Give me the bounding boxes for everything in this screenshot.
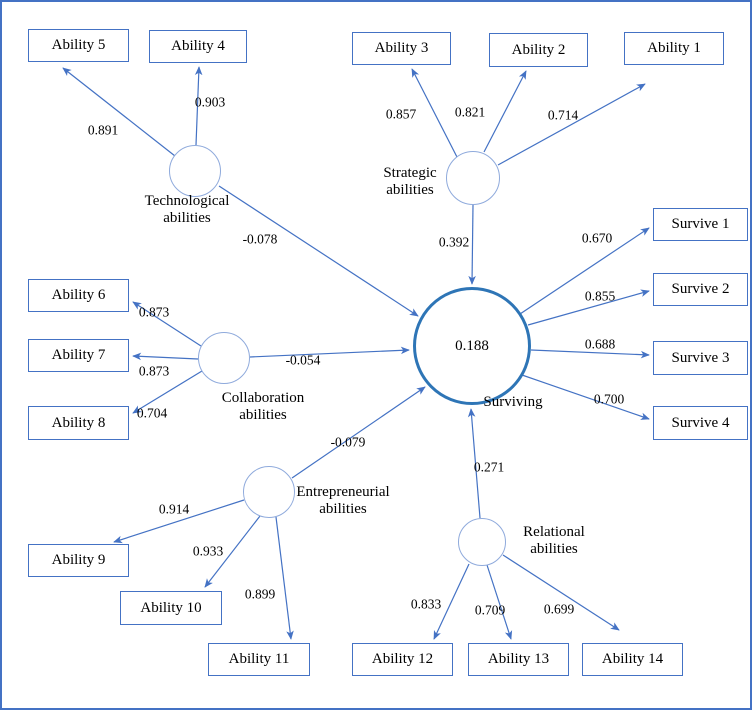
latent-variable-relational-circle (458, 518, 506, 566)
observed-variable-ability-7: Ability 7 (28, 339, 129, 372)
arrow-entrepreneurial-to-ability-9 (113, 499, 245, 544)
surviving-r-squared-value: 0.188 (455, 337, 489, 354)
observed-variable-survive-2: Survive 2 (653, 273, 748, 306)
observed-variable-ability-4: Ability 4 (149, 30, 247, 63)
observed-variable-ability-3: Ability 3 (352, 32, 451, 65)
loading-entrepreneurial-to-ability-9: 0.914 (158, 501, 190, 517)
arrow-strategic-to-surviving (468, 204, 476, 285)
observed-variable-ability-11: Ability 11 (208, 643, 310, 676)
loading-surviving-to-survive-1: 0.670 (581, 230, 613, 246)
arrow-relational-to-ability-13 (486, 564, 513, 640)
loading-entrepreneurial-to-ability-11: 0.899 (244, 586, 276, 602)
arrow-relational-to-ability-12 (433, 563, 470, 640)
latent-variable-technological-circle (169, 145, 221, 197)
arrow-surviving-to-survive-4 (521, 374, 650, 420)
arrow-relational-to-ability-14 (502, 554, 620, 631)
observed-variable-ability-2: Ability 2 (489, 33, 588, 67)
latent-variable-entrepreneurial-label: Entrepreneurial abilities (296, 484, 390, 517)
loading-strategic-to-ability-3: 0.857 (385, 106, 417, 122)
loading-strategic-to-ability-1: 0.714 (547, 107, 579, 123)
arrow-technological-to-surviving (218, 185, 419, 317)
arrow-collaboration-to-ability-8 (132, 370, 203, 414)
observed-variable-ability-10: Ability 10 (120, 591, 222, 625)
arrow-surviving-to-survive-2 (527, 289, 650, 326)
latent-variable-relational-label: Relational abilities (523, 524, 585, 557)
arrow-collaboration-to-ability-6 (132, 301, 202, 347)
arrow-strategic-to-ability-3 (411, 68, 459, 160)
observed-variable-ability-5: Ability 5 (28, 29, 129, 62)
loading-surviving-to-survive-3: 0.688 (584, 336, 616, 352)
observed-variable-survive-3: Survive 3 (653, 341, 748, 375)
arrow-surviving-to-survive-1 (519, 227, 650, 315)
loading-collaboration-to-ability-7: 0.873 (138, 363, 170, 379)
arrow-surviving-to-survive-3 (530, 349, 650, 359)
arrow-entrepreneurial-to-surviving (291, 386, 426, 479)
arrow-entrepreneurial-to-ability-10 (204, 515, 261, 588)
loading-surviving-to-survive-4: 0.700 (593, 391, 625, 407)
loading-relational-to-surviving: 0.271 (473, 459, 505, 475)
loading-collaboration-to-ability-6: 0.873 (138, 304, 170, 320)
arrow-strategic-to-ability-1 (497, 83, 646, 166)
loading-collaboration-to-surviving: -0.054 (285, 352, 321, 368)
loading-strategic-to-surviving: 0.392 (438, 234, 470, 250)
observed-variable-ability-12: Ability 12 (352, 643, 453, 676)
loading-relational-to-ability-14: 0.699 (543, 601, 575, 617)
loading-technological-to-ability-4: 0.903 (194, 94, 226, 110)
arrow-collaboration-to-surviving (249, 346, 410, 358)
latent-variable-collaboration-label: Collaboration abilities (221, 390, 305, 423)
latent-variable-collaboration-circle (198, 332, 250, 384)
observed-variable-ability-8: Ability 8 (28, 406, 129, 440)
loading-surviving-to-survive-2: 0.855 (584, 288, 616, 304)
arrow-relational-to-surviving (467, 408, 481, 519)
arrow-strategic-to-ability-2 (483, 70, 527, 153)
arrow-entrepreneurial-to-ability-11 (275, 516, 294, 640)
observed-variable-survive-1: Survive 1 (653, 208, 748, 241)
latent-variable-surviving-label: Surviving (483, 394, 543, 410)
loading-technological-to-surviving: -0.078 (242, 231, 278, 247)
loading-entrepreneurial-to-ability-10: 0.933 (192, 543, 224, 559)
observed-variable-ability-9: Ability 9 (28, 544, 129, 577)
observed-variable-ability-13: Ability 13 (468, 643, 569, 676)
loading-strategic-to-ability-2: 0.821 (454, 104, 486, 120)
loading-technological-to-ability-5: 0.891 (87, 122, 119, 138)
arrow-technological-to-ability-5 (62, 67, 176, 157)
observed-variable-ability-14: Ability 14 (582, 643, 683, 676)
latent-variable-surviving-circle: 0.188 (413, 287, 531, 405)
observed-variable-ability-6: Ability 6 (28, 279, 129, 312)
latent-variable-strategic-circle (446, 151, 500, 205)
observed-variable-survive-4: Survive 4 (653, 406, 748, 440)
observed-variable-ability-1: Ability 1 (624, 32, 724, 65)
arrow-collaboration-to-ability-7 (132, 352, 199, 361)
loading-entrepreneurial-to-surviving: -0.079 (330, 434, 366, 450)
loading-collaboration-to-ability-8: 0.704 (136, 405, 168, 421)
latent-variable-entrepreneurial-circle (243, 466, 295, 518)
loading-relational-to-ability-13: 0.709 (474, 602, 506, 618)
latent-variable-technological-label: Technological abilities (144, 193, 230, 226)
loading-relational-to-ability-12: 0.833 (410, 596, 442, 612)
latent-variable-strategic-label: Strategic abilities (383, 165, 437, 198)
arrow-technological-to-ability-4 (194, 66, 203, 146)
